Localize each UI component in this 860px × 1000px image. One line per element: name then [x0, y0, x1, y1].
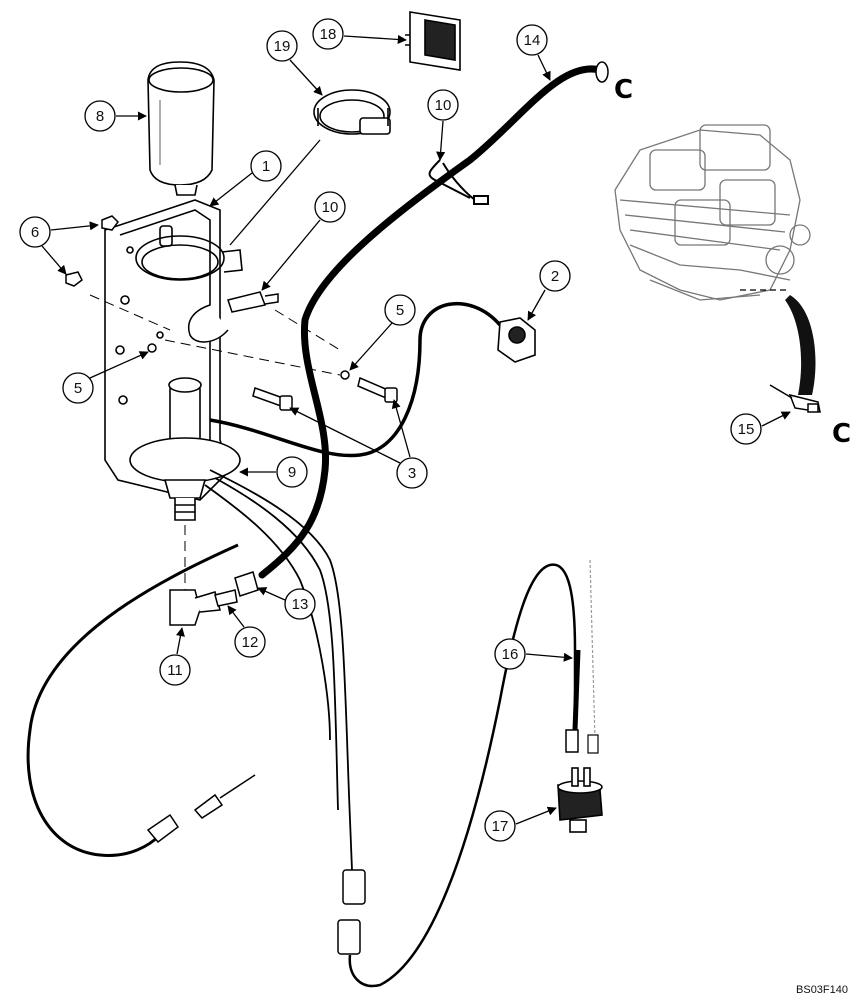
callout-5-left: [62, 372, 94, 404]
callout-label-5-right: 5: [396, 302, 404, 319]
callout-2: [539, 260, 571, 292]
pressure-switch: [497, 317, 536, 363]
callout-3: [396, 457, 428, 489]
harness-end: [595, 61, 609, 83]
callout-9: [276, 456, 308, 488]
callout-label-10-top: 10: [435, 97, 452, 114]
rocker-switch: [405, 11, 461, 71]
washers-nuts: [65, 215, 350, 380]
callout-label-3: 3: [408, 465, 416, 482]
callout-label-16: 16: [502, 646, 519, 663]
callout-15: [730, 413, 762, 445]
callout-label-18: 18: [320, 26, 337, 43]
hose-clamp: [313, 89, 391, 135]
engine-illustration: [614, 124, 811, 301]
connector-letter-right: C: [832, 419, 851, 449]
left-wire-loop: [26, 543, 239, 857]
oil-pressure-wire: [565, 559, 599, 754]
callout-10-right: [314, 191, 346, 223]
callout-label-6: 6: [31, 224, 39, 241]
connector-letter-top: C: [614, 75, 633, 105]
callouts: [19, 18, 791, 842]
bracket-connectors: [188, 291, 279, 343]
callout-12: [234, 626, 266, 658]
callout-17: [484, 810, 516, 842]
callout-label-8: 8: [96, 108, 104, 125]
callout-14: [516, 24, 548, 56]
callout-label-19: 19: [274, 38, 291, 55]
callout-label-5-left: 5: [74, 380, 82, 397]
temp-sensor-15: [769, 384, 821, 413]
oil-pressure-switch: [557, 767, 603, 833]
callout-19: [266, 30, 298, 62]
callout-8: [84, 100, 116, 132]
callout-1: [250, 150, 282, 182]
callout-label-1: 1: [262, 158, 270, 175]
callout-label-11: 11: [167, 662, 183, 679]
fittings: [169, 571, 259, 626]
callout-label-15: 15: [738, 421, 755, 438]
filter-canister: [147, 61, 215, 196]
callout-label-10-right: 10: [322, 199, 339, 216]
callout-label-2: 2: [551, 268, 559, 285]
callout-18: [312, 18, 344, 50]
callout-13: [284, 588, 316, 620]
left-wire-connectors: [146, 774, 256, 844]
callout-6: [19, 216, 51, 248]
callout-numbers: 8 19 18 14 10 1 10 6 2 5 5 3 9 13 12 11 …: [31, 26, 755, 835]
pressure-switch-wire: [209, 301, 502, 458]
callout-label-12: 12: [242, 634, 259, 651]
sensor-wire: [785, 295, 816, 395]
callout-11: [159, 654, 191, 686]
figure-id: BS03F140: [796, 984, 848, 996]
callout-5-right: [384, 294, 416, 326]
callout-label-9: 9: [288, 464, 296, 481]
callout-16: [494, 638, 526, 670]
callout-label-13: 13: [292, 596, 309, 613]
bolts: [252, 376, 398, 411]
callout-10-top: [427, 89, 459, 121]
ground-wire: [428, 159, 489, 205]
callout-label-17: 17: [492, 818, 509, 835]
assembly-lines: [89, 294, 341, 590]
main-harness-wire: [258, 65, 604, 579]
sensor-harness: [204, 469, 353, 871]
harness-connectors: [337, 563, 577, 988]
callout-label-14: 14: [524, 32, 541, 49]
clamp-on-bracket: [135, 235, 243, 281]
